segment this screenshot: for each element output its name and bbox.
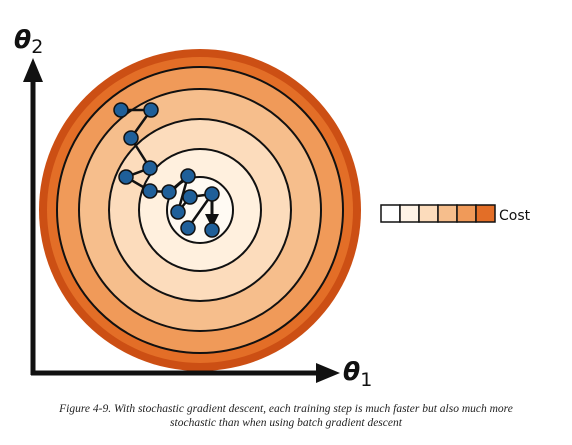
sgd-point [118, 169, 134, 185]
legend-swatch-2 [399, 204, 420, 223]
sgd-point [142, 160, 158, 176]
legend-swatch-4 [437, 204, 458, 223]
figure-diagram: θ2 θ1 Cost [14, 25, 531, 391]
final-step-arrowhead [205, 214, 219, 228]
x-axis-label: θ1 [343, 357, 372, 391]
sgd-point [113, 102, 129, 118]
sgd-point [161, 184, 177, 200]
y-axis-arrowhead [23, 58, 43, 82]
x-axis-arrowhead [316, 363, 340, 383]
legend-swatch-1 [380, 204, 401, 223]
legend-swatch-6 [475, 204, 496, 223]
caption-line-1: Figure 4-9. With stochastic gradient des… [59, 403, 513, 415]
axes: θ2 θ1 [14, 25, 372, 391]
cost-legend: Cost [380, 204, 531, 224]
sgd-point [170, 204, 186, 220]
sgd-point [182, 189, 198, 205]
y-axis-label: θ2 [14, 25, 43, 58]
sgd-point [204, 222, 220, 238]
legend-swatch-3 [418, 204, 439, 223]
sgd-point [123, 130, 139, 146]
sgd-point [142, 183, 158, 199]
sgd-point [180, 220, 196, 236]
figure-caption: Figure 4-9. With stochastic gradient des… [0, 402, 572, 430]
sgd-point [180, 168, 196, 184]
x-axis-subscript: 1 [360, 369, 372, 391]
sgd-points [113, 102, 220, 238]
sgd-point [143, 102, 159, 118]
caption-line-2: stochastic than when using batch gradien… [170, 417, 402, 429]
legend-swatch-5 [456, 204, 477, 223]
y-axis-subscript: 2 [31, 36, 43, 58]
legend-label: Cost [499, 208, 531, 224]
sgd-point [204, 186, 220, 202]
